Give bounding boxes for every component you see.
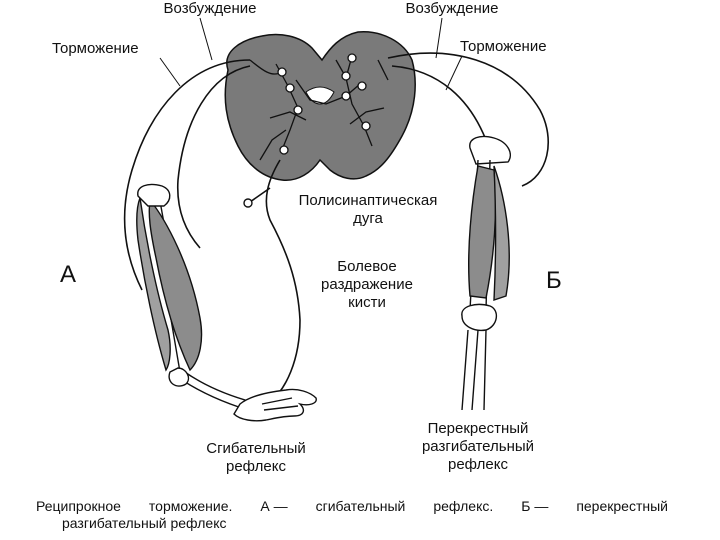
- label-crossed-line3: рефлекс: [447, 456, 509, 473]
- caption-word: рефлекс.: [433, 498, 494, 514]
- arm-a-elbow: [168, 367, 190, 387]
- arm-b: [461, 135, 512, 411]
- label-crossed-line2: разгибательный: [421, 438, 535, 455]
- leader-lines: [159, 17, 463, 91]
- fiber-left-afferent: [265, 159, 301, 405]
- arm-a: [135, 183, 317, 422]
- label-flexion-line2: рефлекс: [225, 458, 287, 475]
- arm-a-triceps: [135, 195, 171, 372]
- spinal-cord-gray-matter: [224, 31, 416, 181]
- label-pain-line1: Болевое: [337, 258, 397, 275]
- polysynaptic-pointer-line: [249, 187, 271, 203]
- arm-a-shoulder: [137, 183, 171, 207]
- label-excitation-right: Возбуждение: [405, 0, 499, 17]
- nerve-fibers: [123, 52, 549, 405]
- arm-b-forearm: [461, 329, 487, 411]
- label-pain-line3: кисти: [348, 294, 386, 311]
- arm-b-shoulder: [469, 135, 512, 165]
- polysynaptic-pointer-node: [243, 198, 253, 208]
- arm-b-elbow: [461, 303, 497, 332]
- fiber-right-inhibition: [387, 52, 549, 187]
- label-polysynaptic-arc: Полисинаптическая дуга: [278, 192, 458, 228]
- label-excitation-left: Возбуждение: [163, 0, 257, 17]
- label-flexion-reflex: Сгибательный рефлекс: [186, 440, 326, 476]
- fiber-left-excitation: [176, 65, 251, 249]
- label-letter-a: А: [60, 261, 77, 288]
- label-crossed-extension-reflex: Перекрестный разгибательный рефлекс: [388, 420, 568, 474]
- arm-a-hand: [233, 388, 317, 422]
- label-pain-stimulus: Болевое раздражение кисти: [302, 258, 432, 312]
- arm-b-triceps: [493, 165, 510, 301]
- caption-word: А —: [260, 498, 288, 514]
- label-flexion-line1: Сгибательный: [206, 440, 306, 457]
- synapse-nodes: [277, 53, 371, 155]
- label-inhibition-left: Торможение: [52, 40, 139, 57]
- fiber-right-excitation: [391, 65, 487, 141]
- arm-b-biceps: [468, 165, 497, 299]
- label-letter-b: Б: [546, 267, 562, 294]
- label-pain-line2: раздражение: [321, 276, 413, 293]
- caption-word: торможение.: [148, 498, 233, 514]
- polysynaptic-neurons: [249, 55, 389, 161]
- label-crossed-line1: Перекрестный: [427, 420, 529, 437]
- arm-a-biceps: [148, 198, 203, 372]
- figure-caption: Реципрокное торможение. А — сгибательный…: [36, 498, 668, 532]
- caption-word: Б —: [521, 498, 549, 514]
- caption-word: сгибательный: [315, 498, 406, 514]
- caption-line1: Реципрокное торможение. А — сгибательный…: [36, 498, 668, 515]
- label-polysynaptic-line2: дуга: [353, 210, 383, 227]
- label-polysynaptic-line1: Полисинаптическая: [298, 192, 438, 209]
- caption-word: перекрестный: [576, 498, 668, 514]
- caption-line2: разгибательный рефлекс: [62, 515, 227, 531]
- caption-word: Реципрокное: [36, 498, 121, 514]
- fiber-left-inhibition: [123, 59, 251, 291]
- label-inhibition-right: Торможение: [460, 38, 547, 55]
